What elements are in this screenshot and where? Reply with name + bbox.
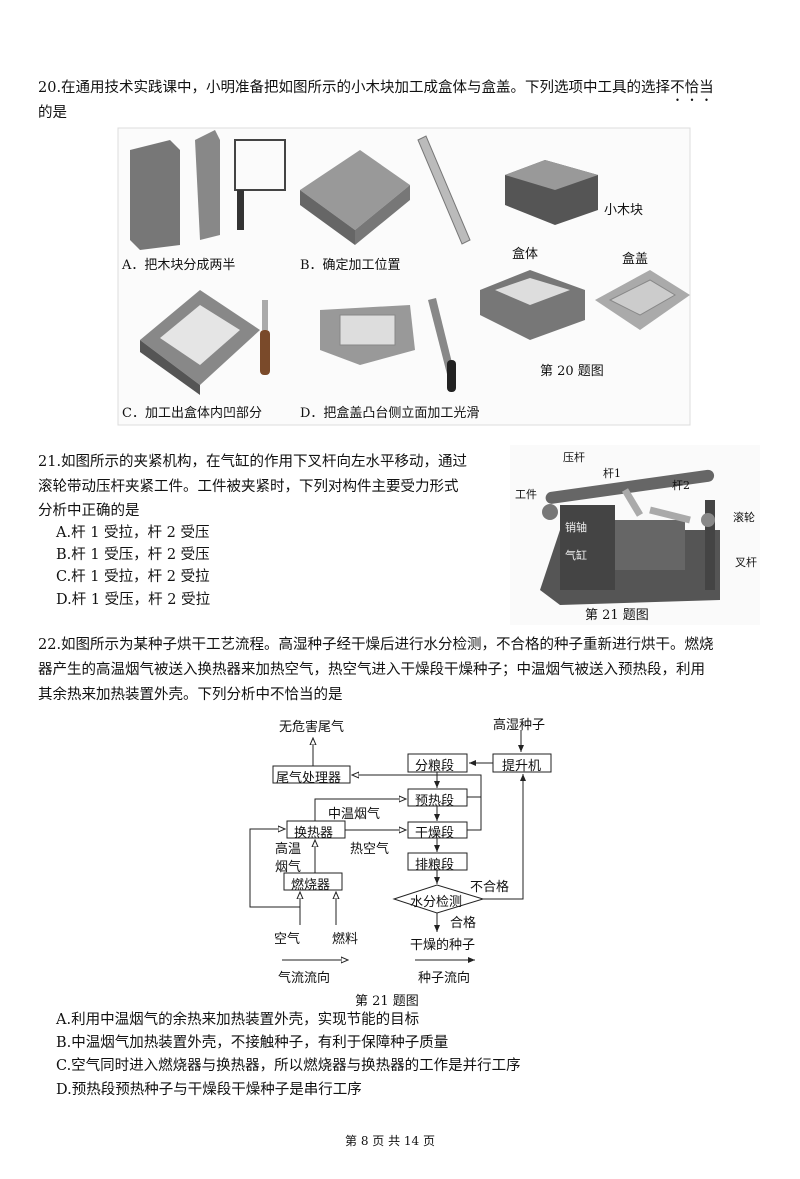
q21-option-c: C.杆 1 受拉，杆 2 受拉 (56, 569, 210, 585)
fig21-label-workpiece: 工件 (515, 488, 537, 501)
q21-stem-line1: 21.如图所示的夹紧机构，在气缸的作用下叉杆向左水平移动，通过 (38, 454, 468, 470)
diag-caption: 第 21 题图 (355, 994, 419, 1009)
q22-option-a: A.利用中温烟气的余热来加热装置外壳，实现节能的目标 (56, 1012, 420, 1028)
saw-image (234, 139, 286, 230)
diag-burner: 燃烧器 (291, 878, 331, 893)
q20-stem-line1: 20.在通用技术实践课中，小明准备把如图所示的小木块加工成盒体与盒盖。下列选项中… (38, 79, 714, 97)
figure-21-clamp (510, 445, 760, 625)
fig20-label-lid: 盒盖 (622, 252, 649, 267)
box-body-image (480, 270, 585, 340)
fig20-caption: 第 20 题图 (540, 364, 604, 379)
diag-lift: 提升机 (502, 759, 542, 774)
fig20-label-d: D．把盒盖凸台侧立面加工光滑 (300, 406, 480, 421)
q22-option-b: B.中温烟气加热装置外壳，不接触种子，有利于保障种子质量 (56, 1035, 449, 1051)
diag-discharge: 排粮段 (415, 858, 455, 873)
diag-high2: 烟气 (275, 860, 302, 875)
fig20-label-a: A．把木块分成两半 (122, 258, 236, 273)
wood-halves-image (130, 130, 220, 250)
q21-option-a: A.杆 1 受拉，杆 2 受压 (56, 525, 210, 541)
fig21-label-press-rod: 压杆 (563, 451, 585, 464)
fig21-label-fork: 叉杆 (735, 556, 757, 569)
fig20-label-b: B．确定加工位置 (300, 258, 401, 273)
q21-stem-line2: 滚轮带动压杆夹紧工件。工件被夹紧时，下列对构件主要受力形式 (38, 479, 459, 495)
fig20-label-c: C．加工出盒体内凹部分 (122, 406, 262, 421)
diag-mid-gas: 中温烟气 (328, 807, 381, 822)
diag-dry: 干燥段 (415, 826, 455, 841)
hollow-box-image (140, 290, 260, 395)
diag-gas-flow-legend: 气流流向 (278, 971, 331, 986)
q22-option-d: D.预热段预热种子与干燥段干燥种子是串行工序 (56, 1082, 362, 1098)
q22-option-c: C.空气同时进入燃烧器与换热器，所以燃烧器与换热器的工作是并行工序 (56, 1058, 521, 1074)
figure-20 (117, 127, 691, 426)
diag-seed-flow-legend: 种子流向 (418, 971, 471, 986)
box-lid-image (595, 270, 690, 330)
q22-stem-line3: 其余热来加热装置外壳。下列分析中不恰当的是 (38, 687, 343, 703)
diag-wet-seed: 高湿种子 (493, 718, 546, 733)
fig21-label-rod2: 杆2 (672, 479, 690, 492)
q22-stem-line2: 器产生的高温烟气被送入换热器来加热空气，热空气进入干燥段干燥种子；中温烟气被送入… (38, 662, 705, 678)
q20-stem-line2: 的是 (38, 105, 67, 121)
diag-exchanger: 换热器 (294, 826, 334, 841)
diag-hot-air: 热空气 (350, 842, 390, 857)
file-image (428, 298, 456, 392)
q22-stem-line1: 22.如图所示为某种子烘干工艺流程。高湿种子经干燥后进行水分检测，不合格的种子重… (38, 637, 714, 653)
diag-fail: 不合格 (470, 880, 510, 895)
diag-preheat: 预热段 (415, 794, 455, 809)
q21-stem-line3: 分析中正确的是 (38, 503, 140, 519)
diag-harmless-exhaust: 无危害尾气 (279, 720, 345, 735)
diag-exhaust: 尾气处理器 (276, 771, 342, 786)
diag-check: 水分检测 (410, 895, 463, 910)
fig21-label-pin: 销轴 (565, 521, 587, 534)
diag-split: 分粮段 (415, 759, 455, 774)
diag-pass: 合格 (450, 916, 477, 931)
flow-diagram (249, 730, 552, 960)
diag-high1: 高温 (275, 842, 302, 857)
small-block-image (505, 160, 598, 225)
diag-dry-seed: 干燥的种子 (410, 938, 476, 953)
fig20-label-body: 盒体 (512, 247, 539, 262)
fig21-label-roller: 滚轮 (733, 511, 755, 524)
ruler-image (417, 135, 471, 245)
fig20-label-block: 小木块 (604, 203, 644, 218)
fig21-caption: 第 21 题图 (585, 608, 649, 623)
page-footer: 第 8 页 共 14 页 (345, 1134, 435, 1148)
chisel-image (260, 300, 270, 375)
q21-option-d: D.杆 1 受压，杆 2 受拉 (56, 592, 211, 608)
fig21-label-rod1: 杆1 (603, 467, 621, 480)
block-marked-image (300, 150, 410, 245)
diag-fuel: 燃料 (332, 932, 359, 947)
q21-option-b: B.杆 1 受压，杆 2 受压 (56, 547, 210, 563)
fig21-label-cylinder: 气缸 (565, 549, 587, 562)
lid-stepped-image (320, 305, 415, 365)
diag-air: 空气 (274, 932, 301, 947)
